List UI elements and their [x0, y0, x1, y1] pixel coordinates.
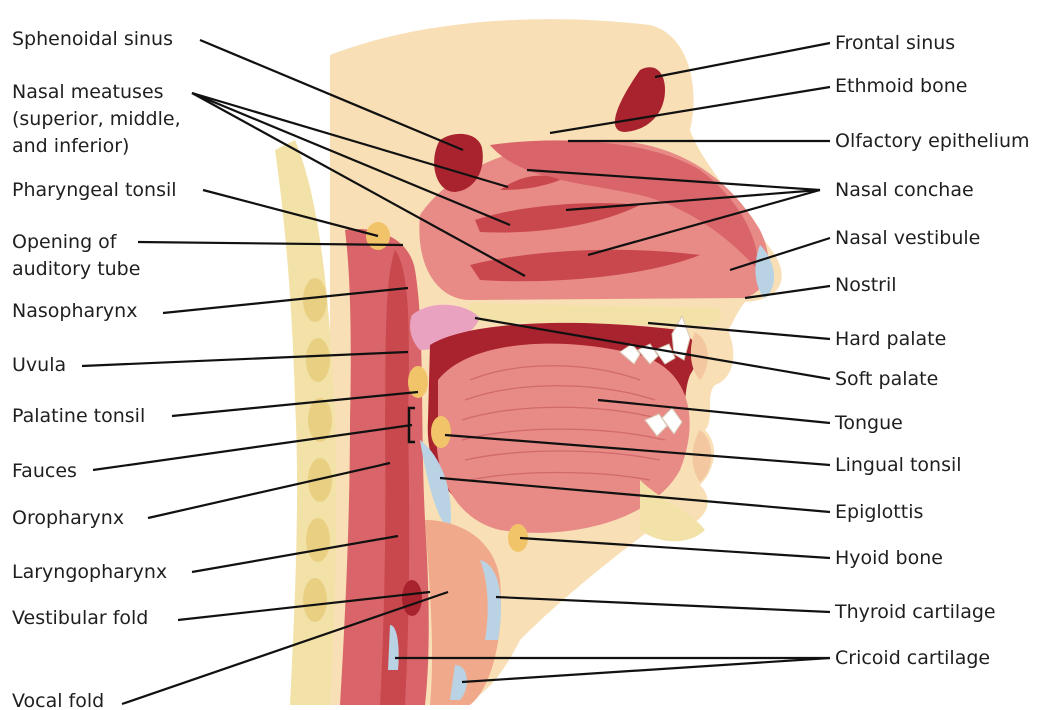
label-hard-palate: Hard palate: [835, 326, 946, 353]
vestibular-fold-shape: [402, 580, 422, 616]
lingual-tonsil-shape: [431, 416, 451, 448]
label-ethmoid-bone: Ethmoid bone: [835, 73, 967, 100]
label-hyoid-bone: Hyoid bone: [835, 545, 943, 572]
label-pharyngeal-tonsil: Pharyngeal tonsil: [12, 177, 177, 204]
label-soft-palate: Soft palate: [835, 366, 938, 393]
label-nasal-vestibule: Nasal vestibule: [835, 225, 980, 252]
label-epiglottis: Epiglottis: [835, 499, 923, 526]
label-olfactory-epithelium: Olfactory epithelium: [835, 128, 1030, 155]
label-laryngopharynx: Laryngopharynx: [12, 559, 167, 586]
label-sphenoidal-sinus: Sphenoidal sinus: [12, 26, 173, 53]
label-frontal-sinus: Frontal sinus: [835, 30, 955, 57]
label-nasal-meatuses: Nasal meatuses (superior, middle, and in…: [12, 79, 181, 160]
label-uvula: Uvula: [12, 352, 66, 379]
label-nasal-conchae: Nasal conchae: [835, 177, 974, 204]
label-palatine-tonsil: Palatine tonsil: [12, 403, 145, 430]
label-thyroid-cartilage: Thyroid cartilage: [835, 599, 996, 626]
label-vocal-fold: Vocal fold: [12, 688, 104, 710]
label-opening-of-auditory-tube: Opening of auditory tube: [12, 229, 140, 283]
label-vestibular-fold: Vestibular fold: [12, 605, 148, 632]
label-nostril: Nostril: [835, 272, 897, 299]
label-oropharynx: Oropharynx: [12, 505, 124, 532]
label-tongue: Tongue: [835, 410, 903, 437]
label-lingual-tonsil: Lingual tonsil: [835, 452, 962, 479]
label-cricoid-cartilage: Cricoid cartilage: [835, 645, 990, 672]
label-fauces: Fauces: [12, 458, 77, 485]
label-nasopharynx: Nasopharynx: [12, 298, 137, 325]
